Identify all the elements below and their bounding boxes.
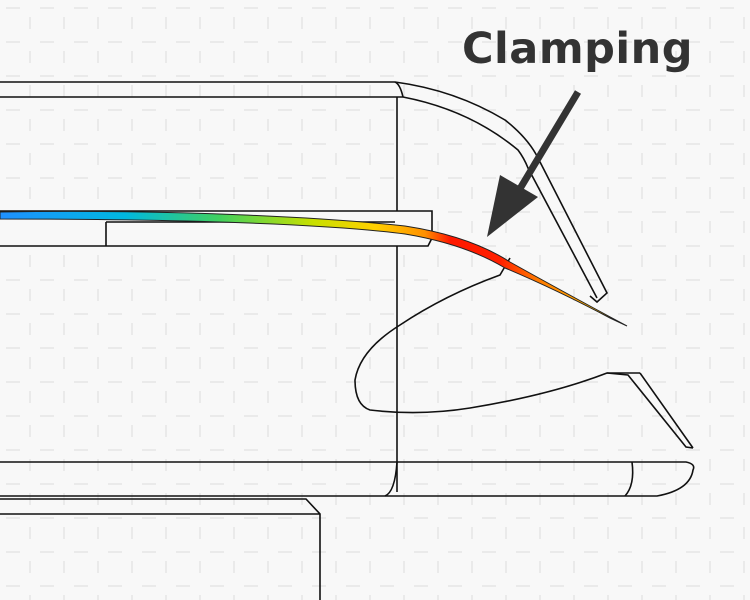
upper-plate	[0, 81, 403, 98]
bottom-block	[0, 498, 321, 600]
deformed-strip	[0, 210, 628, 327]
lower-jaw	[354, 257, 640, 414]
clamping-label: Clamping	[462, 24, 694, 74]
arrow-icon	[487, 90, 582, 237]
lower-plate	[0, 461, 695, 497]
